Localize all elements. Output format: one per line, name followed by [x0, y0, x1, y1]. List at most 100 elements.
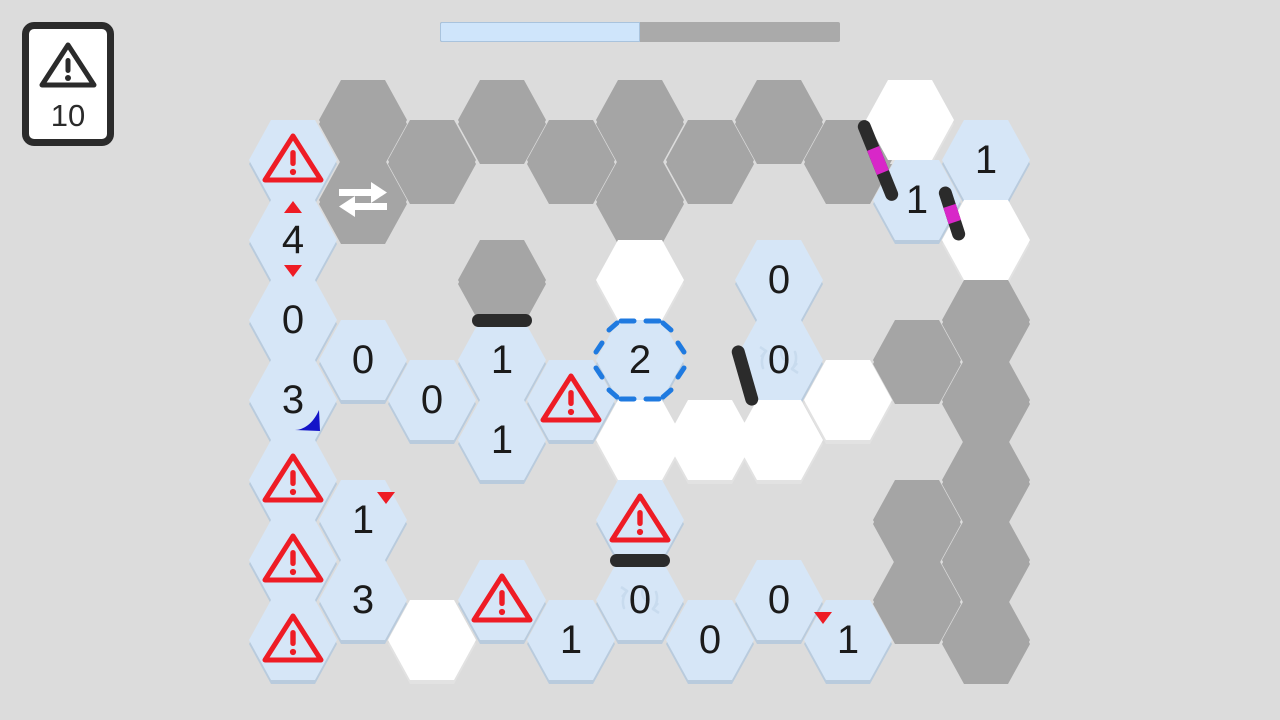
hex-0-a[interactable]: 0: [249, 280, 337, 364]
hex-blocked-8: [666, 120, 754, 204]
rotate-icon: [749, 330, 809, 395]
hex-1-g[interactable]: 1: [942, 120, 1030, 204]
hex-1-e[interactable]: 1: [804, 600, 892, 684]
hex-number-label: 1: [351, 498, 375, 542]
hex-fill: [735, 560, 823, 640]
mine-count-label: 10: [50, 98, 86, 133]
progress-bar: [440, 22, 840, 42]
hex-0-b[interactable]: 0: [319, 320, 407, 404]
hex-0-c[interactable]: 0: [388, 360, 476, 444]
hex-1-c[interactable]: 1: [458, 400, 546, 484]
marker-triangle-down-left: [814, 612, 832, 624]
hex-fill: [666, 600, 754, 680]
hex-fill: [942, 520, 1030, 600]
hex-fill: [942, 280, 1030, 360]
hex-revealed-1[interactable]: [388, 600, 476, 684]
hex-revealed-8[interactable]: [942, 200, 1030, 284]
warning-triangle-icon: [470, 571, 534, 630]
hex-blocked-5: [527, 120, 615, 204]
hex-fill: [735, 400, 823, 480]
hex-number-label: 1: [836, 618, 860, 662]
hex-1-b[interactable]: 1: [458, 320, 546, 404]
hex-blocked-17: [942, 520, 1030, 604]
hex-fill: [735, 80, 823, 160]
hex-4[interactable]: 4: [249, 200, 337, 284]
warning-triangle-icon: [261, 611, 325, 670]
hex-fill: [527, 600, 615, 680]
wall-horizontal-bottom: [610, 554, 670, 567]
hex-warning-4[interactable]: [249, 600, 337, 684]
hex-fill: [596, 560, 684, 640]
hex-revealed-2[interactable]: [596, 240, 684, 324]
hex-fill: [527, 120, 615, 200]
hex-fill: [596, 320, 684, 400]
progress-bar-fill: [440, 22, 640, 42]
hex-fill: [458, 240, 546, 320]
hex-warning-5[interactable]: [458, 560, 546, 644]
hex-number-label: 1: [490, 338, 514, 382]
hex-number-label: 0: [767, 258, 791, 302]
rotate-icon: [610, 570, 670, 635]
hex-fill: [735, 240, 823, 320]
swap-arrows-icon: [335, 176, 391, 225]
hex-0-d[interactable]: 0: [666, 600, 754, 684]
wall-segment: [472, 314, 532, 327]
warning-triangle-icon: [261, 531, 325, 590]
warning-triangle-icon: [261, 451, 325, 510]
hex-fill: [942, 600, 1030, 680]
hex-revealed-6[interactable]: [804, 360, 892, 444]
hex-blocked-13: [873, 560, 961, 644]
flag-marker-icon: [293, 408, 323, 439]
hex-fill: [873, 320, 961, 400]
hex-blocked-1: [319, 80, 407, 164]
hex-fill: [596, 240, 684, 320]
marker-triangle-up: [284, 201, 302, 213]
hex-number-label: 0: [698, 618, 722, 662]
hex-3-a[interactable]: 3: [249, 360, 337, 444]
warning-triangle-icon: [539, 371, 603, 430]
hex-0-rotate-a[interactable]: 0: [596, 560, 684, 644]
marker-triangle-down: [284, 265, 302, 277]
hex-warning-3[interactable]: [249, 520, 337, 604]
hex-fill: [596, 80, 684, 160]
warning-triangle-icon: [261, 131, 325, 190]
hex-fill: [942, 360, 1030, 440]
hex-fill: [596, 160, 684, 240]
hex-0-f[interactable]: 0: [735, 560, 823, 644]
hex-2-selected[interactable]: 2: [593, 318, 687, 404]
hex-blocked-9: [735, 80, 823, 164]
hex-number-label: 0: [628, 578, 652, 622]
hex-blocked-6: [596, 80, 684, 164]
hex-warning-1[interactable]: [249, 120, 337, 204]
hex-fill: [804, 360, 892, 440]
hex-number-label: 0: [351, 338, 375, 382]
hex-warning-6[interactable]: [527, 360, 615, 444]
hex-blocked-16: [942, 440, 1030, 524]
hex-number-label: 4: [281, 218, 305, 262]
hex-number-label: 0: [420, 378, 444, 422]
hex-swap: [319, 160, 407, 244]
hex-number-label: 1: [490, 418, 514, 462]
hex-revealed-5[interactable]: [735, 400, 823, 484]
hex-number-label: 0: [767, 578, 791, 622]
hex-fill: [866, 80, 954, 160]
hex-number-label: 3: [351, 578, 375, 622]
hex-1-d[interactable]: 1: [527, 600, 615, 684]
hex-warning-2[interactable]: [249, 440, 337, 524]
warning-triangle-icon: [608, 491, 672, 550]
hex-warning-7[interactable]: [596, 480, 684, 564]
hex-fill: [666, 120, 754, 200]
hex-number-label: 1: [559, 618, 583, 662]
hex-blocked-4: [458, 240, 546, 324]
hex-blocked-7: [596, 160, 684, 244]
hex-1-a[interactable]: 1: [319, 480, 407, 564]
hex-blocked-3: [458, 80, 546, 164]
hex-0-e[interactable]: 0: [735, 240, 823, 324]
hex-fill: [873, 480, 961, 560]
hex-3-b[interactable]: 3: [319, 560, 407, 644]
hex-fill: [873, 560, 961, 640]
hex-revealed-3[interactable]: [596, 400, 684, 484]
mine-counter-badge: 10: [22, 22, 114, 146]
hex-0-rotate-b[interactable]: 0: [735, 320, 823, 404]
